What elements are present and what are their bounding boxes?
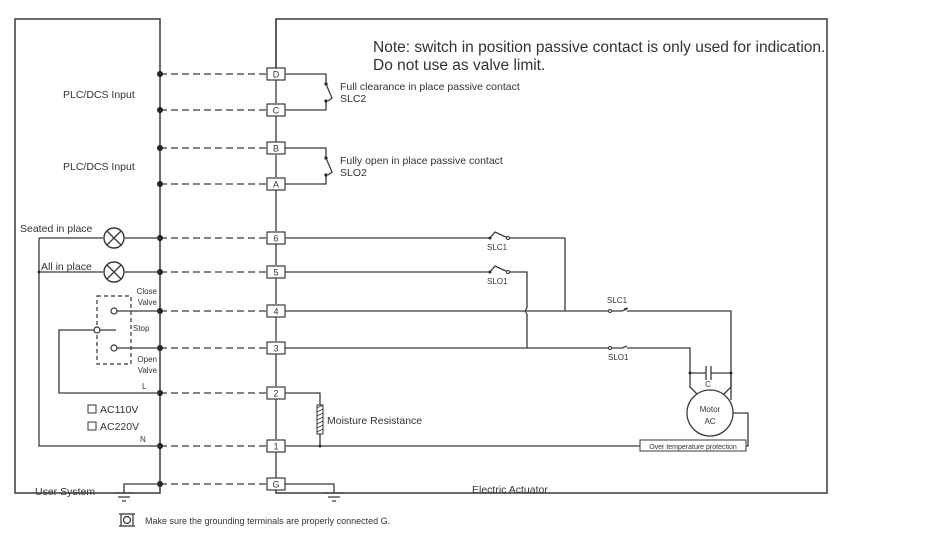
grounding-terminal-icon [119,513,135,527]
slo2-description: Fully open in place passive contact [340,155,503,167]
slc1-mid-label: SLC1 [607,296,628,305]
terminal-label: 5 [273,268,278,278]
terminal-label: 1 [273,442,278,452]
slo2-name: SLO2 [340,167,367,179]
motor-label: Motor [700,405,721,414]
terminal-label: G [272,480,279,490]
motor-return-wire [733,412,749,447]
close-label: Close [137,287,158,296]
all-lamp-icon [37,261,160,283]
capacitor [688,366,733,396]
terminal-block [266,67,286,491]
user-system-frame [14,18,161,494]
slo1-top-label: SLO1 [487,277,508,286]
ac220v-label: AC220V [100,421,139,433]
slo1-mid-switch [285,345,691,373]
plc-input-label: PLC/DCS Input [63,89,135,101]
terminal-label: 4 [273,307,278,317]
terminal-label: 3 [273,344,278,354]
note-line-1: Note: switch in position passive contact… [373,39,825,56]
ac220v-checkbox[interactable] [87,421,97,431]
terminal-label: C [273,106,280,116]
open-label: Open [137,355,157,364]
slc2-contact [285,73,333,111]
note-line-2: Do not use as valve limit. [373,57,545,74]
actuator-ground-icon [285,483,344,502]
seated-lamp-icon [38,227,160,447]
electric-actuator-title: Electric Actuator [472,484,548,496]
overtemp-box [639,439,747,452]
slc1-top-label: SLC1 [487,243,508,252]
terminal-label: B [273,144,279,154]
footer-note: Make sure the grounding terminals are pr… [145,516,390,526]
selector-switch [58,295,160,394]
moisture-resistance-label: Moisture Resistance [327,415,422,427]
stop-label: Stop [133,324,150,333]
neutral-label: N [140,435,146,444]
capacitor-label: C [705,380,711,389]
close-valve-label: Valve [138,298,158,307]
slc2-name: SLC2 [340,93,366,105]
terminal-label: 2 [273,389,278,399]
user-system-title: User System [35,486,95,498]
slc2-description: Full clearance in place passive contact [340,81,520,93]
plc-input-label: PLC/DCS Input [63,161,135,173]
overtemp-label: Over temperature protection [649,444,737,451]
motor-ac-label: AC [704,417,715,426]
open-valve-label: Valve [138,366,158,375]
ac110v-checkbox[interactable] [87,404,97,414]
all-in-place-label: All in place [41,261,92,273]
slc1-top-switch [285,231,566,311]
terminal-label: 6 [273,234,278,244]
terminal-label: A [273,180,279,190]
moisture-resistance [285,392,324,448]
line-label: L [142,382,147,391]
user-ground-icon [114,483,160,502]
slc1-mid-switch [285,307,732,400]
slo1-mid-label: SLO1 [608,353,629,362]
ac110v-label: AC110V [100,404,138,416]
slo1-top-switch [285,265,528,348]
terminal-label: D [273,70,280,80]
slo2-contact [285,147,333,185]
seated-in-place-label: Seated in place [20,223,93,235]
field-wiring [160,73,267,485]
